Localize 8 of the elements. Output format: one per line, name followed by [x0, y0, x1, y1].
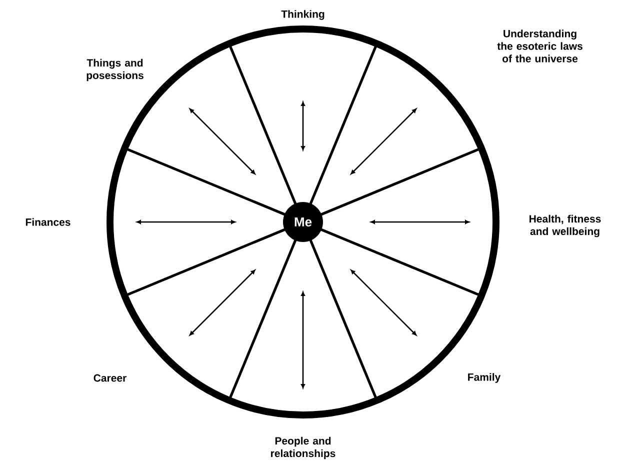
segment-label: Thinking — [281, 10, 324, 20]
segment-label: Finances — [26, 218, 70, 226]
segment-label: Family — [468, 373, 501, 383]
segment-label: Health, fitness and wellbeing — [530, 214, 601, 238]
segment-label: Things and posessions — [86, 58, 144, 82]
segment-label: Career — [94, 374, 126, 382]
segment-label: People and relationships — [271, 436, 336, 460]
segment-label: Understanding the esoteric laws of the universe — [497, 30, 582, 62]
